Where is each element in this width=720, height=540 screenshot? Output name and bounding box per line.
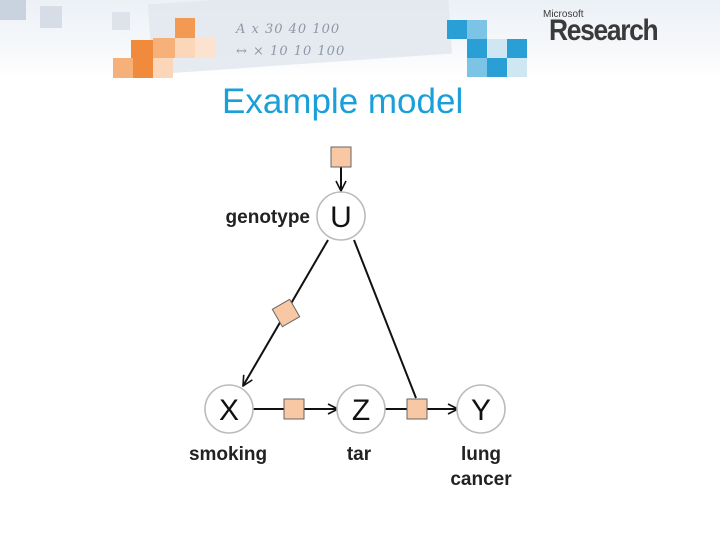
label-tar: tar bbox=[347, 444, 372, 465]
edge-u-to-y bbox=[353, 239, 417, 399]
label-genotype: genotype bbox=[226, 207, 310, 228]
decor-square bbox=[175, 38, 195, 58]
node-x-letter: X bbox=[219, 394, 239, 427]
decor-square bbox=[467, 20, 487, 39]
logo-research: Research bbox=[549, 14, 659, 47]
factor-square-uy bbox=[406, 398, 428, 420]
decor-square bbox=[113, 58, 133, 78]
decor-square bbox=[112, 12, 130, 30]
decor-square bbox=[131, 40, 153, 58]
slide-title: Example model bbox=[222, 82, 464, 121]
decor-square bbox=[487, 58, 507, 77]
decor-square bbox=[153, 58, 173, 78]
node-u-letter: U bbox=[330, 201, 352, 234]
factor-square-u bbox=[330, 146, 352, 168]
decor-square bbox=[447, 20, 467, 39]
node-y-letter: Y bbox=[471, 394, 491, 427]
decor-square bbox=[507, 58, 527, 77]
node-z-letter: Z bbox=[352, 394, 370, 427]
label-lung: lung bbox=[461, 444, 501, 465]
label-smoking: smoking bbox=[189, 444, 267, 465]
label-cancer: cancer bbox=[450, 469, 512, 490]
decor-square bbox=[467, 58, 487, 77]
decor-square bbox=[40, 6, 62, 28]
background-scribble-2: ↔ × 10 10 100 bbox=[236, 44, 346, 59]
logo-microsoft: Microsoft bbox=[543, 9, 584, 20]
decor-square bbox=[507, 39, 527, 58]
decor-square bbox=[0, 0, 26, 20]
decor-square bbox=[175, 18, 195, 38]
decor-square bbox=[467, 39, 487, 58]
header-banner: A x 30 40 100 ↔ × 10 10 100 Microsoft Re… bbox=[0, 0, 720, 78]
node-z: Z bbox=[336, 384, 386, 434]
node-x: X bbox=[204, 384, 254, 434]
decor-square bbox=[133, 58, 153, 78]
node-y: Y bbox=[456, 384, 506, 434]
factor-square-ux bbox=[271, 298, 301, 328]
node-u: U bbox=[316, 191, 366, 241]
decor-square bbox=[487, 39, 507, 58]
decor-square bbox=[153, 38, 175, 58]
decor-square bbox=[195, 38, 215, 58]
factor-square-xz bbox=[283, 398, 305, 420]
background-scribble-1: A x 30 40 100 bbox=[236, 22, 341, 37]
